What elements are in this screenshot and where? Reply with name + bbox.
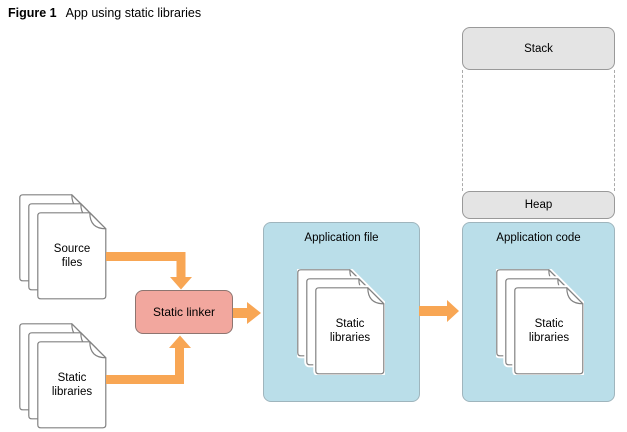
arrow-linker-to-application-file [233, 302, 261, 324]
arrow-libraries-to-linker [106, 335, 191, 384]
application-file-label: Application file [304, 232, 379, 244]
stack-box: Stack [462, 27, 615, 70]
application-code-contents-stack: Static libraries [496, 269, 584, 375]
static-linker-box: Static linker [135, 290, 233, 334]
heap-label: Heap [524, 199, 553, 211]
source-files-label: Source files [53, 243, 91, 269]
static-linker-label: Static linker [152, 305, 216, 319]
static-libraries-stack: Static libraries [19, 323, 107, 429]
application-file-contents-stack: Static libraries [297, 269, 385, 375]
application-code-contents-label: Static libraries [528, 318, 570, 344]
static-libraries-label: Static libraries [51, 372, 93, 398]
source-files-stack: Source files [19, 194, 107, 300]
application-code-box: Application code Static libraries [462, 222, 615, 402]
memory-gap-region [462, 70, 615, 191]
arrow-source-to-linker [106, 252, 192, 290]
application-file-contents-label: Static libraries [329, 318, 371, 344]
heap-box: Heap [462, 191, 615, 219]
figure-title: Figure 1 App using static libraries [8, 6, 201, 20]
figure-caption: App using static libraries [65, 6, 202, 20]
application-code-label: Application code [496, 232, 581, 244]
figure-label: Figure 1 [8, 6, 57, 20]
stack-label: Stack [524, 42, 553, 55]
arrow-application-file-to-code [419, 300, 459, 322]
application-file-box: Application file Static libraries [263, 222, 420, 402]
